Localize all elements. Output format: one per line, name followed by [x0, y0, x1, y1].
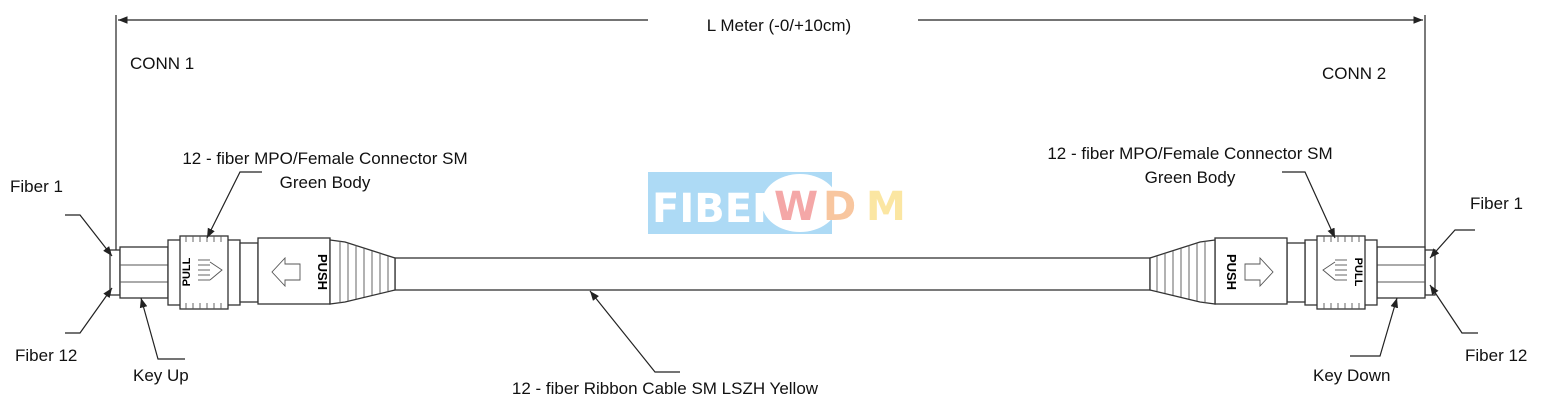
conn2-fiber12-label: Fiber 12: [1465, 346, 1527, 365]
fiber1-leader-left: [65, 214, 113, 257]
conn2-body-leader: [1282, 171, 1336, 239]
fiber1-leader-right: [1429, 229, 1475, 259]
svg-text:FIBER: FIBER: [652, 186, 783, 232]
conn1-body-leader: [206, 171, 262, 239]
conn1-title: CONN 1: [130, 54, 194, 73]
conn1-fiber12-label: Fiber 12: [15, 346, 77, 365]
fiberwdm-watermark: FIBER W D M: [648, 172, 906, 234]
conn2-key-label: Key Down: [1313, 366, 1390, 385]
conn2-fiber1-label: Fiber 1: [1470, 194, 1523, 213]
fiber12-leader-left: [65, 287, 113, 334]
pull-label-2: PULL: [1352, 258, 1364, 287]
conn1-fiber1-label: Fiber 1: [10, 177, 63, 196]
push-label-1: PUSH: [315, 254, 330, 290]
conn2-connector-label: 12 - fiber MPO/Female Connector SM: [1047, 144, 1332, 163]
ribbon-cable: [394, 257, 1151, 291]
push-label-2: PUSH: [1224, 254, 1239, 290]
conn1-key-label: Key Up: [133, 366, 189, 385]
svg-text:M: M: [866, 184, 906, 230]
conn1-body-label: Green Body: [280, 173, 371, 192]
key-down-leader: [1350, 297, 1398, 357]
cable-label: 12 - fiber Ribbon Cable SM LSZH Yellow: [512, 379, 819, 398]
fiber12-leader-right: [1429, 284, 1478, 334]
connector-2: [1149, 235, 1436, 310]
connector-1: [109, 235, 396, 310]
svg-text:D: D: [823, 184, 856, 230]
pull-label-1: PULL: [181, 257, 193, 286]
svg-text:W: W: [774, 184, 818, 230]
conn1-connector-label: 12 - fiber MPO/Female Connector SM: [182, 149, 467, 168]
length-label: L Meter (-0/+10cm): [707, 16, 851, 35]
conn2-body-label: Green Body: [1145, 168, 1236, 187]
cable-leader: [589, 290, 680, 373]
key-up-leader: [139, 297, 185, 360]
conn2-title: CONN 2: [1322, 64, 1386, 83]
